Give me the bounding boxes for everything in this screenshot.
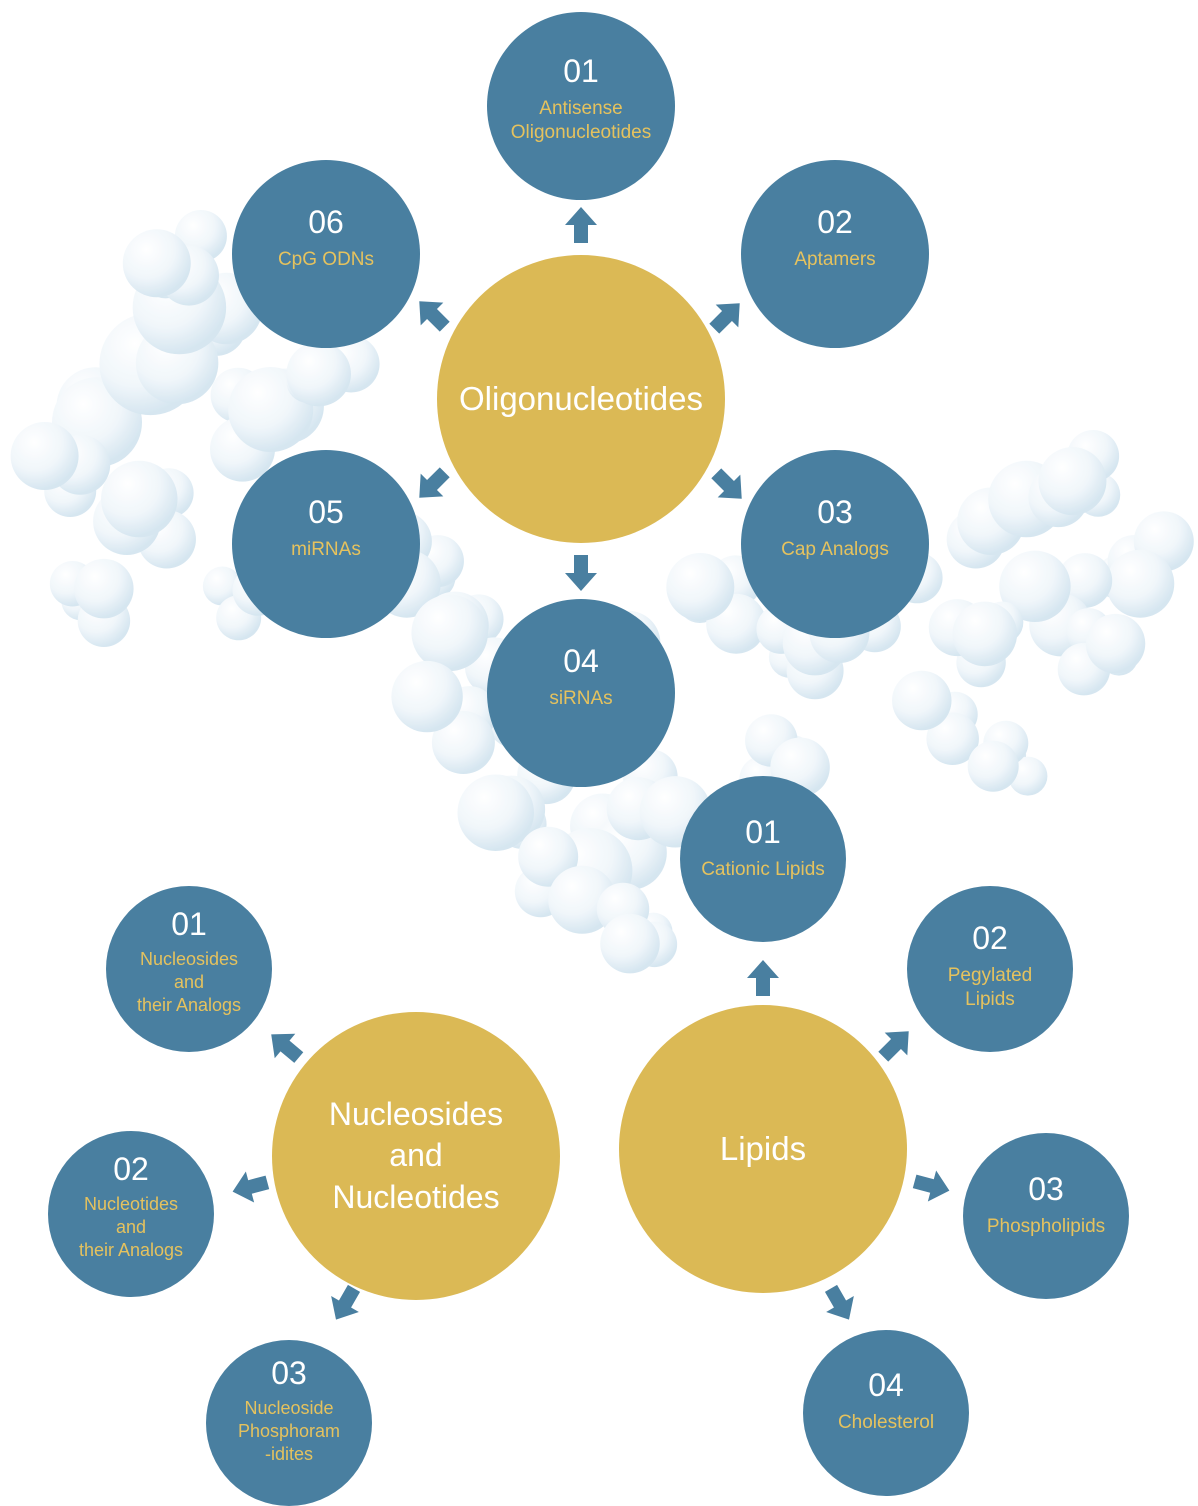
node-number: 03 [271,1355,307,1392]
node-label: Cationic Lipids [701,858,825,880]
node-pegylated-lipids[interactable]: 02 Pegylated Lipids [907,886,1073,1052]
node-number: 02 [113,1151,149,1188]
arrow-left-icon [230,1167,270,1207]
node-number: 02 [972,920,1008,957]
arrow-down-left-icon [325,1284,365,1324]
arrow-up-icon [561,205,601,245]
node-cpg-odns[interactable]: 06 CpG ODNs [232,160,420,348]
node-label: siRNAs [549,687,613,709]
hub-label: Lipids [719,1130,807,1168]
node-sirnas[interactable]: 04 siRNAs [487,599,675,787]
arrow-up-right-icon [707,296,747,336]
arrow-up-left-icon [412,294,452,334]
arrow-down-right-icon [820,1284,860,1324]
node-nucleoside-phosphoramidites[interactable]: 03 Nucleoside Phosphoram -idites [206,1340,372,1506]
node-cationic-lipids[interactable]: 01 Cationic Lipids [680,776,846,942]
arrow-right-icon [912,1166,952,1206]
lipids-hub: Lipids [619,1005,907,1293]
node-number: 04 [563,643,599,680]
arrow-down-right-icon [709,466,749,506]
node-nucleosides-and-their-analogs[interactable]: 01 Nucleosides and their Analogs [106,886,272,1052]
arrow-up-right-icon [876,1024,916,1064]
node-label: Nucleotides and their Analogs [78,1193,184,1261]
arrow-down-icon [561,553,601,593]
node-label: Aptamers [794,248,876,270]
node-aptamers[interactable]: 02 Aptamers [741,160,929,348]
node-label: Cholesterol [837,1411,935,1433]
node-antisense-oligonucleotides[interactable]: 01 Antisense Oligonucleotides [487,12,675,200]
node-cap-analogs[interactable]: 03 Cap Analogs [741,450,929,638]
node-number: 01 [563,53,599,90]
node-label: Nucleoside Phosphoram -idites [237,1397,341,1465]
node-phospholipids[interactable]: 03 Phospholipids [963,1133,1129,1299]
hub-label: Oligonucleotides [459,380,703,418]
node-number: 04 [868,1367,904,1404]
oligonucleotides-hub: Oligonucleotides [437,255,725,543]
node-number: 01 [171,906,207,943]
node-number: 01 [745,814,781,851]
node-label: miRNAs [291,538,361,560]
node-mirnas[interactable]: 05 miRNAs [232,450,420,638]
node-cholesterol[interactable]: 04 Cholesterol [803,1330,969,1496]
node-label: Cap Analogs [781,538,889,560]
hub-label: Nucleosides and Nucleotides [328,1095,504,1215]
arrow-up-left-icon [265,1026,305,1066]
arrow-down-left-icon [412,465,452,505]
node-label: Antisense Oligonucleotides [510,98,652,143]
node-label: Pegylated Lipids [947,965,1033,1010]
node-label: CpG ODNs [277,248,375,270]
node-number: 03 [1028,1171,1064,1208]
node-number: 06 [308,204,344,241]
node-label: Nucleosides and their Analogs [136,948,242,1016]
arrow-up-icon [743,958,783,998]
node-number: 03 [817,494,853,531]
node-label: Phospholipids [986,1215,1106,1237]
node-nucleotides-and-their-analogs[interactable]: 02 Nucleotides and their Analogs [48,1131,214,1297]
nucleosides-nucleotides-hub: Nucleosides and Nucleotides [272,1012,560,1300]
node-number: 02 [817,204,853,241]
node-number: 05 [308,494,344,531]
